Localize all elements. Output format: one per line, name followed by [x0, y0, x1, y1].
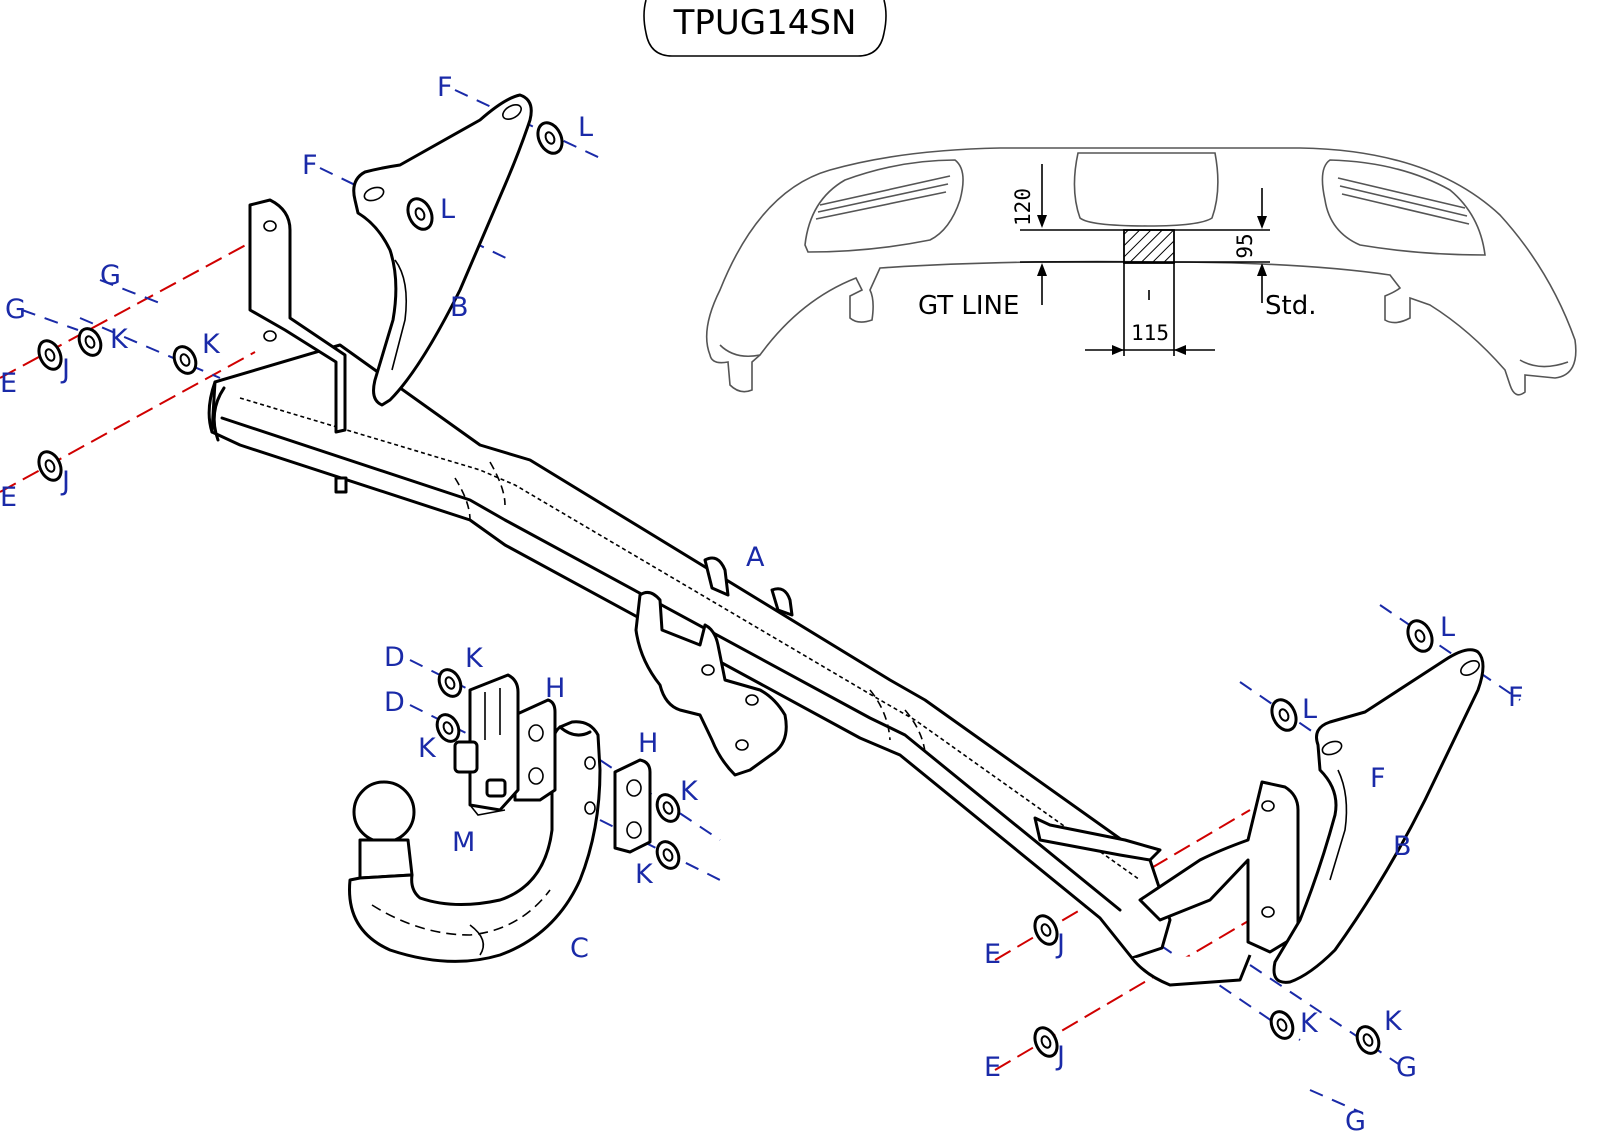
plate-h-left [513, 698, 557, 802]
label-g-4: G [1345, 1106, 1366, 1137]
label-g-3: G [1396, 1052, 1417, 1083]
label-k-1: K [110, 324, 129, 355]
label-j-3: J [1055, 929, 1065, 960]
title-text: TPUG14SN [673, 3, 857, 43]
label-j-4: J [1055, 1041, 1065, 1072]
label-k-4: K [418, 733, 437, 764]
label-k-6: K [635, 859, 654, 890]
bumper-center-plate [1073, 152, 1219, 227]
label-a: A [746, 542, 765, 573]
socket-bracket [634, 590, 788, 777]
label-e-2: E [0, 482, 17, 513]
label-c: C [570, 933, 589, 964]
side-bracket-b-left [352, 93, 533, 407]
bumper-view: 120 95 115 GT LINE Std. [705, 147, 1577, 396]
label-b-left: B [450, 292, 469, 323]
label-g-2: G [5, 294, 26, 325]
label-h-2: H [638, 728, 658, 759]
label-g-1: G [100, 260, 121, 291]
plate-h-right [613, 758, 652, 854]
left-end-bracket [248, 198, 347, 434]
label-m: M [452, 827, 475, 858]
label-k-2: K [202, 329, 221, 360]
label-l-1: L [578, 112, 593, 143]
dim-120: 120 [1011, 188, 1035, 226]
tow-ball-cutout [1123, 229, 1175, 264]
label-j-2: J [60, 466, 70, 497]
label-l-2: L [440, 194, 455, 225]
label-d-2: D [384, 687, 405, 718]
side-bracket-b-right [1272, 648, 1485, 984]
title-tab: TPUG14SN [643, 0, 887, 57]
right-end-bracket [1138, 780, 1300, 954]
label-e-4: E [984, 1052, 1001, 1083]
label-f-1: F [437, 72, 453, 103]
label-l-4: L [1302, 694, 1317, 725]
label-k-8: K [1384, 1006, 1403, 1037]
label-k-3: K [465, 643, 484, 674]
dim-115: 115 [1131, 321, 1169, 345]
label-f-3: F [1508, 682, 1524, 713]
bumper-outline [705, 147, 1577, 396]
label-std: Std. [1265, 291, 1316, 321]
label-e-3: E [984, 939, 1001, 970]
label-b-right: B [1393, 831, 1412, 862]
crossbar-a [207, 198, 1300, 987]
label-j-1: J [60, 354, 70, 385]
label-k-7: K [1300, 1008, 1319, 1039]
bumper-left-reflector [804, 159, 964, 253]
washers [37, 121, 1434, 1058]
label-e-1: E [0, 368, 17, 399]
label-f-2: F [302, 150, 318, 181]
part-labels: A B B C D D E E E E F F F F G G G G H H … [0, 72, 1524, 1137]
label-d-1: D [384, 642, 405, 673]
bumper-right-reflector [1321, 159, 1486, 256]
label-gt-line: GT LINE [918, 291, 1019, 321]
label-k-5: K [680, 776, 699, 807]
tow-ball [352, 780, 416, 844]
label-l-3: L [1440, 612, 1455, 643]
label-f-4: F [1370, 763, 1386, 794]
plate-m [453, 673, 520, 816]
label-h-1: H [545, 673, 565, 704]
dim-95: 95 [1233, 233, 1257, 258]
towball-neck-c [348, 720, 602, 963]
